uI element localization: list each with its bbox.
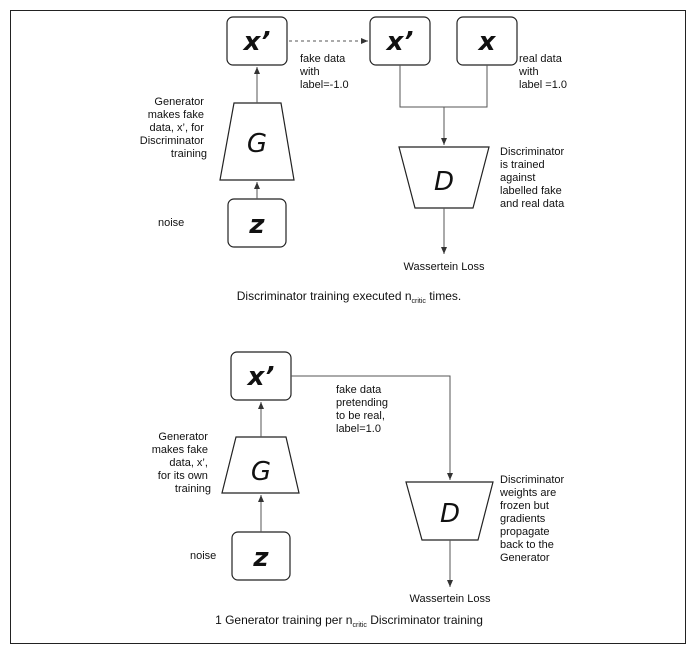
top-generator-note-line: makes fake bbox=[148, 109, 204, 121]
top-real-data-line: label =1.0 bbox=[519, 79, 567, 91]
bottom-sample-to-discriminator-arrow bbox=[291, 375, 453, 480]
top-fake-data-line: with bbox=[299, 66, 320, 78]
bottom-caption: 1 Generator training per ncritic Discrim… bbox=[215, 613, 483, 629]
bottom-fake-data-line: pretending bbox=[336, 397, 388, 409]
bottom-discriminator-note-line: weights are bbox=[499, 487, 556, 499]
bottom-fake-data-label: fake data pretending to be real, label=1… bbox=[336, 384, 391, 435]
bottom-generator-note-line: for its own bbox=[158, 470, 208, 482]
top-discriminator-note-line: Discriminator bbox=[500, 146, 565, 158]
diagram-frame bbox=[10, 10, 686, 644]
top-fake-input-symbol: x’ bbox=[385, 27, 414, 57]
top-fake-data-label: fake data with label=-1.0 bbox=[299, 53, 349, 91]
bottom-loss-label: Wassertein Loss bbox=[410, 593, 491, 605]
bottom-discriminator-note-line: frozen but bbox=[500, 500, 549, 512]
top-discriminator-note-line: and real data bbox=[500, 198, 565, 210]
bottom-fake-data-line: fake data bbox=[336, 384, 382, 396]
bottom-generator-symbol: G bbox=[251, 457, 271, 487]
discriminator-training-section: x’ x’ x G z D bbox=[140, 16, 567, 305]
bottom-noise-box: z bbox=[231, 531, 291, 581]
bottom-generator-block: G bbox=[221, 436, 300, 494]
top-fake-data-line: fake data bbox=[300, 53, 346, 65]
top-generator-block: G bbox=[219, 102, 295, 181]
top-discriminator-block: D bbox=[398, 146, 490, 209]
top-caption-pre: Discriminator training executed n bbox=[237, 289, 412, 303]
bottom-discriminator-symbol: D bbox=[440, 499, 460, 529]
top-noise-label: noise bbox=[158, 217, 184, 229]
top-generator-note-line: Generator bbox=[154, 96, 204, 108]
top-caption-sub: critic bbox=[412, 298, 427, 305]
top-generator-symbol: G bbox=[247, 129, 267, 159]
top-discriminator-note-line: against bbox=[500, 172, 535, 184]
bottom-discriminator-note-line: Discriminator bbox=[500, 474, 565, 486]
top-generator-note-line: data, x’, for bbox=[150, 122, 205, 134]
top-real-data-line: real data bbox=[519, 53, 563, 65]
top-discriminator-note-line: is trained bbox=[500, 159, 545, 171]
bottom-generated-sample-symbol: x’ bbox=[246, 362, 275, 392]
top-generator-note-line: Discriminator bbox=[140, 135, 205, 147]
bottom-fake-data-line: label=1.0 bbox=[336, 423, 381, 435]
top-noise-symbol: z bbox=[248, 210, 265, 240]
top-generator-note-line: training bbox=[171, 148, 207, 160]
bottom-generator-note: Generator makes fake data, x’, for its o… bbox=[152, 431, 211, 495]
bottom-discriminator-note: Discriminator weights are frozen but gra… bbox=[499, 474, 567, 564]
top-inputs-merge-line bbox=[399, 65, 488, 108]
bottom-fake-data-line: to be real, bbox=[336, 410, 385, 422]
bottom-generator-note-line: data, x’, bbox=[169, 457, 208, 469]
top-noise-box: z bbox=[227, 198, 287, 248]
bottom-discriminator-note-line: gradients bbox=[500, 513, 546, 525]
bottom-generator-note-line: training bbox=[175, 483, 211, 495]
top-generated-sample-symbol: x’ bbox=[242, 27, 271, 57]
top-real-data-label: real data with label =1.0 bbox=[518, 53, 567, 91]
bottom-discriminator-block: D bbox=[405, 481, 494, 541]
top-discriminator-symbol: D bbox=[434, 167, 454, 197]
top-generated-sample-box: x’ bbox=[226, 16, 288, 66]
bottom-caption-sub: critic bbox=[352, 622, 367, 629]
bottom-generator-note-line: Generator bbox=[158, 431, 208, 443]
bottom-noise-symbol: z bbox=[252, 543, 269, 573]
top-caption-post: times. bbox=[426, 289, 461, 303]
bottom-generated-sample-box: x’ bbox=[230, 351, 292, 401]
top-caption: Discriminator training executed ncritic … bbox=[237, 289, 461, 305]
bottom-noise-label: noise bbox=[190, 550, 216, 562]
top-discriminator-note: Discriminator is trained against labelle… bbox=[500, 146, 567, 210]
top-generator-note: Generator makes fake data, x’, for Discr… bbox=[140, 96, 207, 160]
bottom-caption-pre: 1 Generator training per n bbox=[215, 613, 352, 627]
top-fake-data-line: label=-1.0 bbox=[300, 79, 349, 91]
bottom-caption-post: Discriminator training bbox=[367, 613, 483, 627]
bottom-discriminator-note-line: propagate bbox=[500, 526, 550, 538]
top-real-data-box: x bbox=[456, 16, 518, 66]
top-discriminator-fake-input-box: x’ bbox=[369, 16, 431, 66]
bottom-discriminator-note-line: back to the bbox=[500, 539, 554, 551]
bottom-discriminator-note-line: Generator bbox=[500, 552, 550, 564]
top-real-sample-symbol: x bbox=[477, 27, 497, 57]
top-loss-label: Wassertein Loss bbox=[404, 261, 485, 273]
bottom-generator-note-line: makes fake bbox=[152, 444, 208, 456]
generator-training-section: x’ G z D fake data pretending to be real… bbox=[152, 351, 567, 629]
top-real-data-line: with bbox=[518, 66, 539, 78]
top-discriminator-note-line: labelled fake bbox=[500, 185, 562, 197]
